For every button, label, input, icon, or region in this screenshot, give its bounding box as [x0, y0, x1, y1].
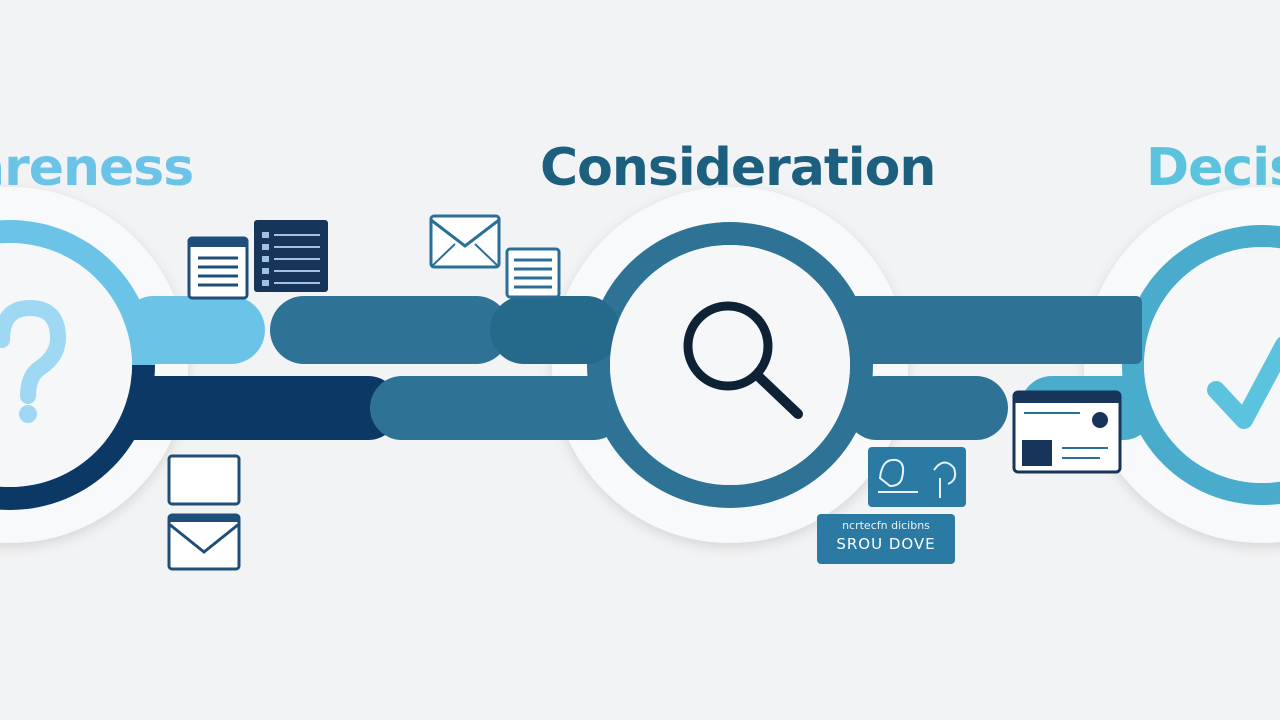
magnifier-icon [683, 301, 803, 419]
question-mark-icon [0, 299, 67, 423]
checklist-icon [254, 220, 328, 292]
envelope-icon [429, 214, 501, 269]
brain-icon [868, 447, 966, 507]
badge-bg [817, 514, 955, 564]
badge-caption: ncrtecfn dicibns [842, 519, 930, 532]
credit-card-icon [1012, 390, 1122, 474]
stage-title-consideration: Consideration [540, 138, 936, 198]
badge-label: SROU DOVE [836, 535, 936, 553]
blank-card-icon [167, 454, 241, 506]
document-icon [505, 247, 561, 299]
upper-band [120, 296, 1142, 364]
stage-title-awareness: areness [0, 138, 194, 198]
envelope-icon [167, 513, 241, 571]
checkmark-icon [1207, 336, 1280, 429]
document-icon [187, 236, 249, 300]
stage-title-decision: Decis [1146, 138, 1280, 198]
